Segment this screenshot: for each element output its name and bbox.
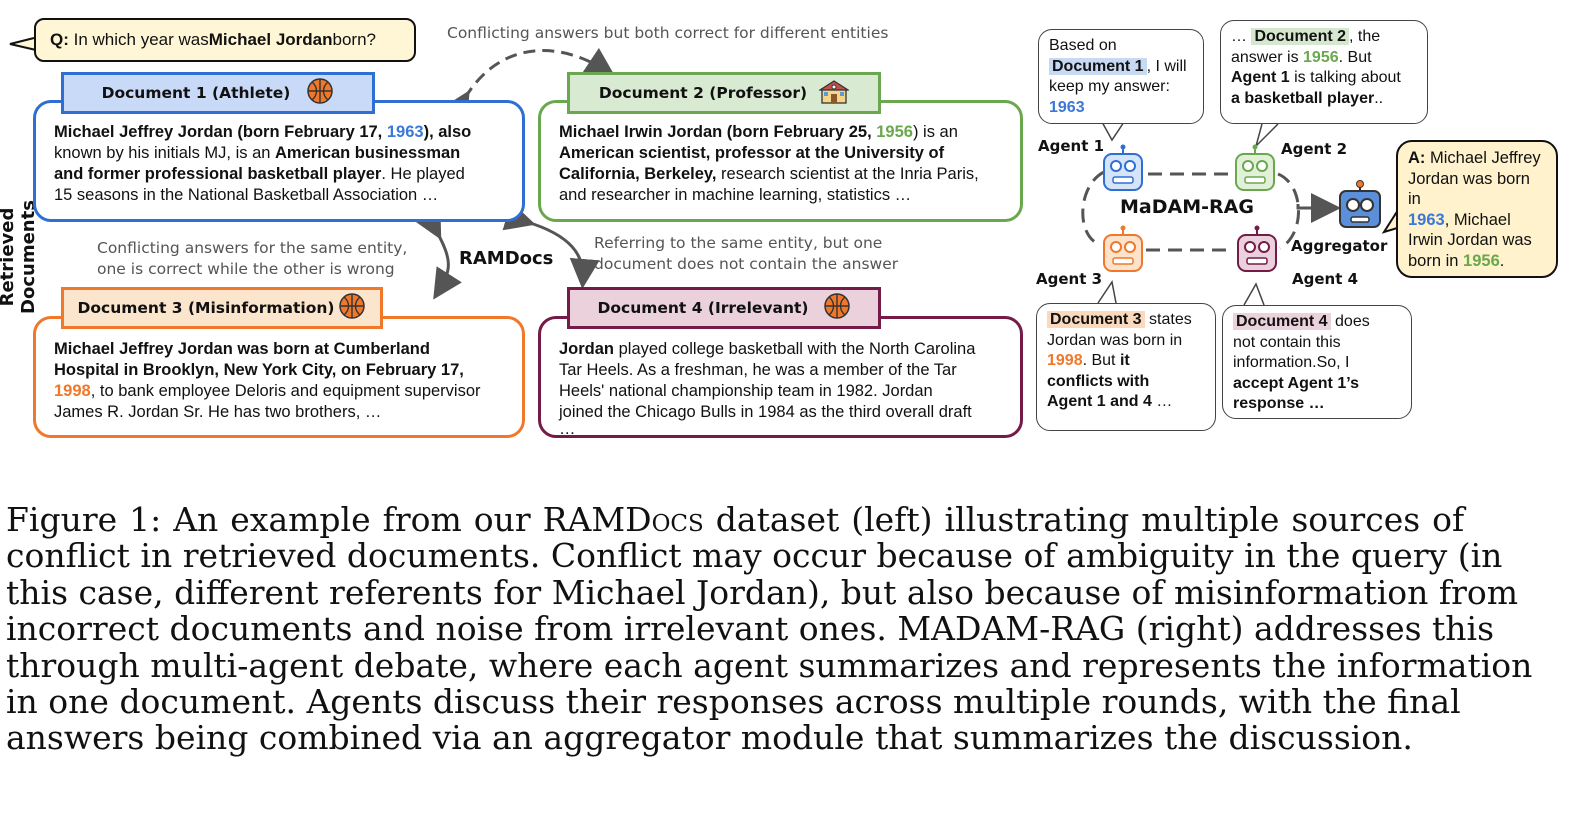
doc3-title-text: Document 3 (Misinformation) — [77, 299, 335, 317]
question-bubble: Q: In which year was Michael Jordan born… — [34, 18, 416, 62]
ramdocs-label: RAMDocs — [459, 248, 554, 269]
school-building-icon — [817, 77, 851, 109]
bubble2-tail — [1254, 123, 1279, 149]
arrow-doc1-doc3 — [413, 206, 462, 300]
question-q-label: Q: — [50, 30, 69, 49]
doc2-title: Document 2 (Professor) — [567, 72, 881, 114]
question-pre: In which year was — [73, 30, 209, 49]
bubble1-tail — [1101, 121, 1125, 142]
agent4-bubble: Document 4 does not contain this informa… — [1222, 305, 1412, 419]
basketball-icon — [823, 292, 851, 324]
doc1-title-text: Document 1 (Athlete) — [101, 84, 291, 102]
doc4-title: Document 4 (Irrelevant) — [567, 287, 881, 329]
note-top: Conflicting answers but both correct for… — [447, 24, 889, 42]
aggregator-robot-icon — [1339, 180, 1381, 228]
agent2-bubble: … Document 2, the answer is 1956. But Ag… — [1220, 20, 1428, 124]
madam-rag-title: MaDAM-RAG — [1120, 196, 1254, 218]
basketball-icon — [338, 292, 366, 324]
robot-icon — [1103, 225, 1143, 272]
madam-loop-left — [1081, 170, 1105, 247]
agent3-bubble: Document 3 states Jordan was born in 199… — [1036, 303, 1216, 431]
arrow-to-aggregator — [1296, 193, 1341, 223]
figure-caption: Figure 1: An example from our RAMDocs da… — [6, 500, 1533, 758]
doc3-box — [33, 316, 525, 438]
bubble4-tail — [1243, 282, 1265, 306]
agent2-label: Agent 2 — [1281, 140, 1348, 158]
doc1-text: Michael Jeffrey Jordan (born February 17… — [54, 123, 472, 204]
aggregator-label: Aggregator — [1291, 237, 1388, 255]
aggregator-answer-bubble: A: Michael Jeffrey Jordan was born in 19… — [1396, 140, 1558, 278]
question-entity: Michael Jordan — [208, 30, 333, 49]
doc4-title-text: Document 4 (Irrelevant) — [597, 299, 809, 317]
question-tail — [9, 37, 37, 51]
agent1-label: Agent 1 — [1038, 137, 1105, 155]
arrow-doc1-doc4 — [502, 201, 600, 289]
basketball-icon — [306, 77, 334, 109]
doc3-title: Document 3 (Misinformation) — [61, 287, 383, 329]
agent3-label: Agent 3 — [1036, 270, 1103, 288]
note-left: Conflicting answers for the same entity,… — [97, 239, 408, 278]
madam-loop-right — [1277, 172, 1300, 250]
question-post: born? — [332, 30, 376, 49]
arrow-doc1-doc2 — [441, 47, 616, 124]
doc2-text: Michael Irwin Jordan (born February 25, … — [559, 123, 979, 204]
robot-icon — [1235, 144, 1275, 191]
doc2-title-text: Document 2 (Professor) — [598, 84, 808, 102]
agent4-label: Agent 4 — [1292, 270, 1359, 288]
doc1-title: Document 1 (Athlete) — [61, 72, 375, 114]
agent1-bubble: Based on Document 1, I will keep my answ… — [1038, 29, 1204, 124]
doc3-text: Michael Jeffrey Jordan was born at Cumbe… — [54, 340, 481, 421]
robot-icon — [1237, 225, 1277, 272]
robot-icon — [1103, 144, 1143, 191]
bubble3-tail — [1097, 280, 1117, 304]
doc4-text: Jordan played college basketball with th… — [559, 340, 976, 438]
